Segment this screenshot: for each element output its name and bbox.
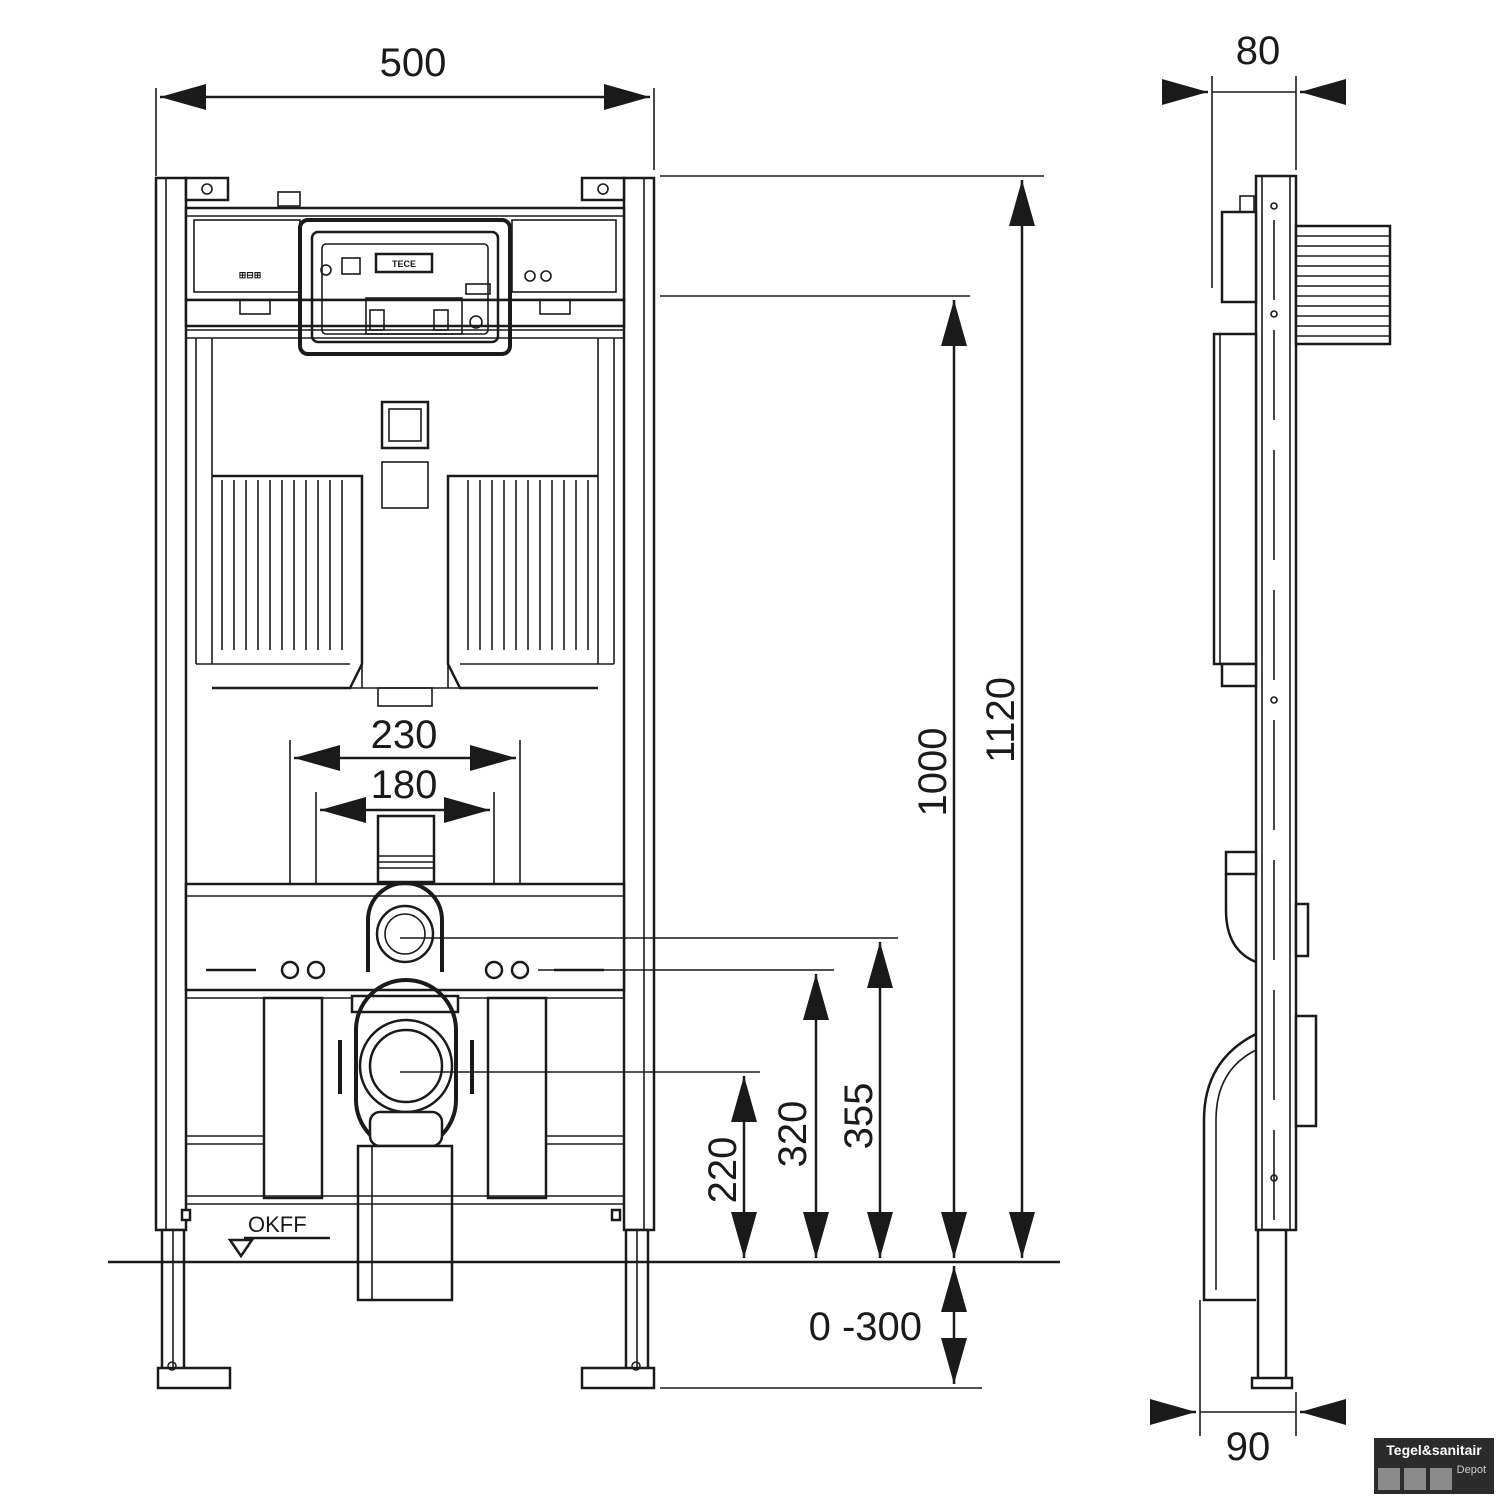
floor-label: OKFF [248, 1212, 307, 1237]
extension-lines [400, 175, 1044, 1389]
drain-height-label: 220 [701, 1137, 745, 1204]
height-total-label: 1120 [979, 677, 1023, 763]
front-view: 500 [108, 41, 1060, 1390]
svg-text:⊞⊟⊞: ⊞⊟⊞ [239, 270, 262, 280]
supply-height-label: 320 [771, 1101, 815, 1168]
bolt-outer-label: 230 [371, 713, 438, 757]
flush-actuator-box: TECE [298, 218, 512, 356]
bowl-mount-plate [184, 881, 626, 999]
watermark-drop-icon [1378, 1468, 1400, 1490]
cistern-body [195, 338, 615, 707]
watermark-title: Tegel&sanitair [1386, 1442, 1482, 1458]
flush-pipe [376, 814, 436, 884]
height-dimensions: 1120 1000 355 320 220 0 -300 [701, 180, 1035, 1384]
bottom-depth-label: 90 [1226, 1425, 1271, 1469]
watermark-logo: Tegel&sanitair Depot [1374, 1438, 1494, 1494]
bolt-inner-label: 180 [371, 763, 438, 807]
height-button-label: 1000 [911, 728, 955, 817]
floor-level-marker: OKFF [108, 1212, 1060, 1264]
bottom-depth-dimension: 90 [1150, 1300, 1346, 1469]
top-depth-label: 80 [1236, 29, 1281, 73]
top-depth-dimension: 80 [1162, 29, 1346, 288]
drain-connector [338, 978, 474, 1302]
width-dimension: 500 [155, 41, 655, 176]
side-drain-bend [1202, 1032, 1257, 1302]
side-view: 80 [1150, 29, 1392, 1469]
side-upright [1250, 174, 1298, 1390]
side-top-block [1220, 195, 1392, 346]
watermark-tile-icon [1430, 1468, 1452, 1490]
lower-struts [180, 996, 624, 1222]
left-upright [154, 176, 232, 1390]
watermark-tile-icon [1404, 1468, 1426, 1490]
adjust-range-label: 0 -300 [809, 1305, 922, 1349]
width-label: 500 [380, 41, 447, 85]
bolt-height-label: 355 [837, 1083, 881, 1150]
watermark-subtitle: Depot [1456, 1464, 1486, 1476]
right-upright [580, 176, 656, 1390]
brand-text: TECE [392, 259, 416, 269]
side-cistern [1212, 332, 1318, 1128]
